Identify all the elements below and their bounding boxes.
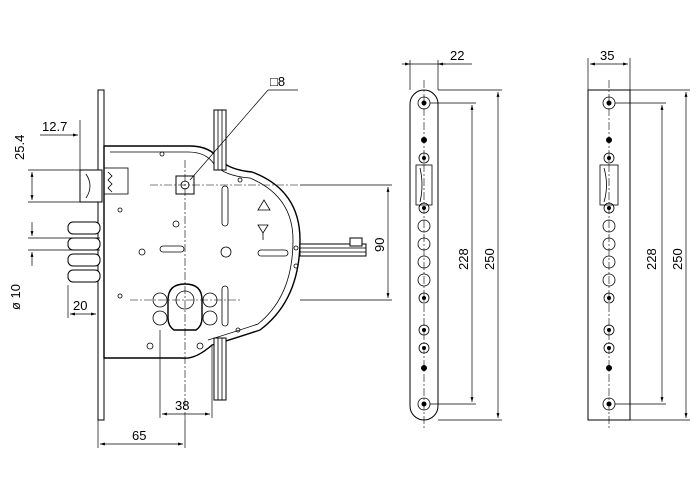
side-rod (299, 237, 367, 257)
strike-plate-wide-dimensions: 35 228 250 (587, 48, 690, 421)
dim-228-a: 228 (456, 248, 471, 270)
dim-20: 20 (73, 298, 87, 313)
dim-diameter-10: ø 10 (8, 284, 23, 310)
dim-250-a: 250 (482, 248, 497, 270)
dim-22: 22 (450, 48, 464, 63)
dim-228-b: 228 (644, 248, 659, 270)
cylinder-cutout (167, 283, 203, 331)
lock-dimensions: 65 38 20 ø 10 12.7 25.4 □8 90 (8, 74, 392, 448)
dim-25-4: 25.4 (12, 135, 27, 160)
bottom-rod (213, 337, 227, 401)
dim-38: 38 (175, 398, 189, 413)
strike-plate-wide (587, 80, 631, 430)
dim-250-b: 250 (670, 248, 685, 270)
dead-bolts (67, 221, 101, 283)
lock-body (67, 89, 367, 421)
top-rod (213, 109, 227, 171)
dim-square-8: □8 (270, 74, 285, 89)
dim-90: 90 (372, 238, 387, 252)
housing-outline (103, 145, 301, 359)
strike-plate-narrow (409, 80, 439, 430)
dim-12-7: 12.7 (42, 119, 67, 134)
latch-bolt (79, 169, 103, 203)
strike-plate-narrow-dimensions: 22 228 250 (402, 48, 502, 421)
dim-65: 65 (132, 428, 146, 443)
dim-35: 35 (600, 48, 614, 63)
faceplate (97, 89, 105, 421)
